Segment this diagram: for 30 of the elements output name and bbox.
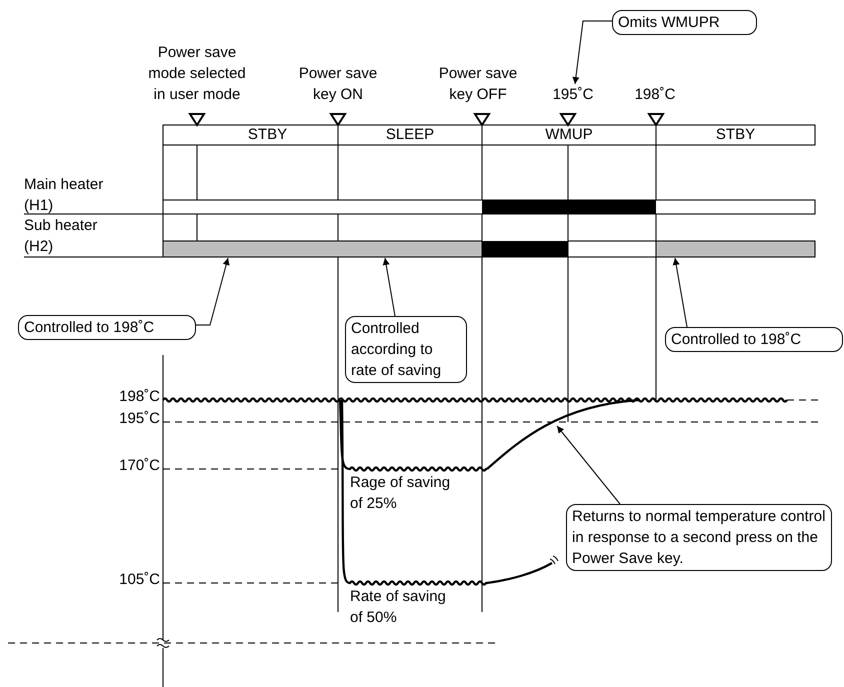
leader-arrow: [196, 258, 230, 326]
mode-label: STBY: [714, 126, 756, 144]
axis-tick-label: 170˚C: [118, 456, 160, 476]
heater-standby-bar: [656, 240, 816, 258]
callout-box: Returns to normal temperature control in response to a second press on the Power Save key.: [566, 504, 832, 571]
mode-label: STBY: [246, 126, 288, 144]
event-label: Power save key ON: [298, 64, 378, 105]
temperature-label: 195˚C: [545, 84, 601, 105]
curve-label: Rate of saving of 50%: [350, 587, 447, 628]
row-label: Sub heater (H2): [24, 216, 98, 257]
event-label: Power save key OFF: [438, 64, 518, 105]
temperature-label: 198˚C: [634, 85, 676, 105]
callout-box: Controlled to 198˚C: [18, 315, 196, 340]
axis-tick-label: 195˚C: [118, 409, 160, 429]
axis-tick-label: 198˚C: [118, 387, 160, 407]
leader-arrow: [382, 258, 396, 316]
leader-arrow: [572, 20, 612, 84]
leader-arrow: [672, 258, 688, 328]
event-label: Power save mode selected in user mode: [147, 43, 247, 105]
callout-box: Controlled according to rate of saving: [345, 316, 467, 383]
axis-tick-label: 105˚C: [118, 570, 160, 590]
callout-box: Omits WMUPR: [612, 10, 757, 35]
mode-label: SLEEP: [384, 126, 436, 144]
row-label: Main heater (H1): [24, 175, 104, 216]
leader-arrow: [556, 426, 620, 504]
mode-label: WMUP: [544, 126, 594, 144]
curve-label: Rage of saving of 25%: [350, 473, 452, 514]
heater-standby-bar: [162, 240, 482, 258]
temperature-curve: [486, 398, 640, 470]
callout-box: Controlled to 198˚C: [665, 327, 843, 352]
